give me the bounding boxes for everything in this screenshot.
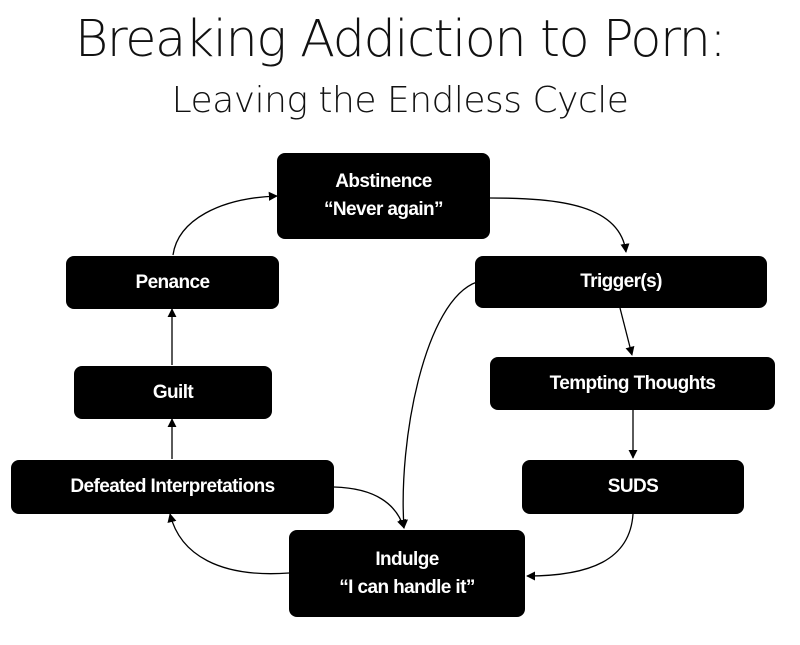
node-abstinence: Abstinence “Never again” (277, 153, 490, 239)
node-suds-label: SUDS (607, 476, 659, 497)
edge-penance-to-abstinence (172, 191, 278, 256)
node-trigger-label: Trigger(s) (580, 271, 662, 292)
node-indulge: Indulge “I can handle it” (289, 530, 525, 617)
edge-abstinence-to-trigger (489, 197, 630, 253)
edge-trigger-to-indulge (398, 281, 478, 529)
node-tempting-thoughts: Tempting Thoughts (490, 357, 775, 410)
edge-defeated-to-indulge (333, 486, 406, 529)
node-trigger: Trigger(s) (475, 256, 767, 308)
node-defeated-interpretations-label: Defeated Interpretations (70, 476, 275, 497)
node-penance-label: Penance (135, 271, 211, 293)
node-tempting-thoughts-label: Tempting Thoughts (549, 372, 716, 394)
node-guilt-label: Guilt (152, 381, 194, 403)
edge-indulge-to-defeated (167, 513, 290, 575)
node-suds: SUDS (522, 460, 744, 514)
page-subtitle: Leaving the Endless Cycle (171, 80, 629, 121)
edge-trigger-to-tempting-thoughts (619, 307, 635, 356)
node-penance: Penance (66, 256, 279, 309)
node-indulge-quote: “I can handle it” (339, 576, 475, 598)
node-abstinence-label: Abstinence (335, 171, 432, 192)
node-abstinence-quote: “Never again” (324, 199, 444, 220)
node-defeated-interpretations: Defeated Interpretations (11, 460, 334, 514)
edge-suds-to-indulge (526, 513, 634, 581)
page-title: Breaking Addiction to Porn: (74, 10, 727, 69)
node-guilt: Guilt (74, 366, 272, 419)
node-indulge-label: Indulge (375, 548, 439, 570)
